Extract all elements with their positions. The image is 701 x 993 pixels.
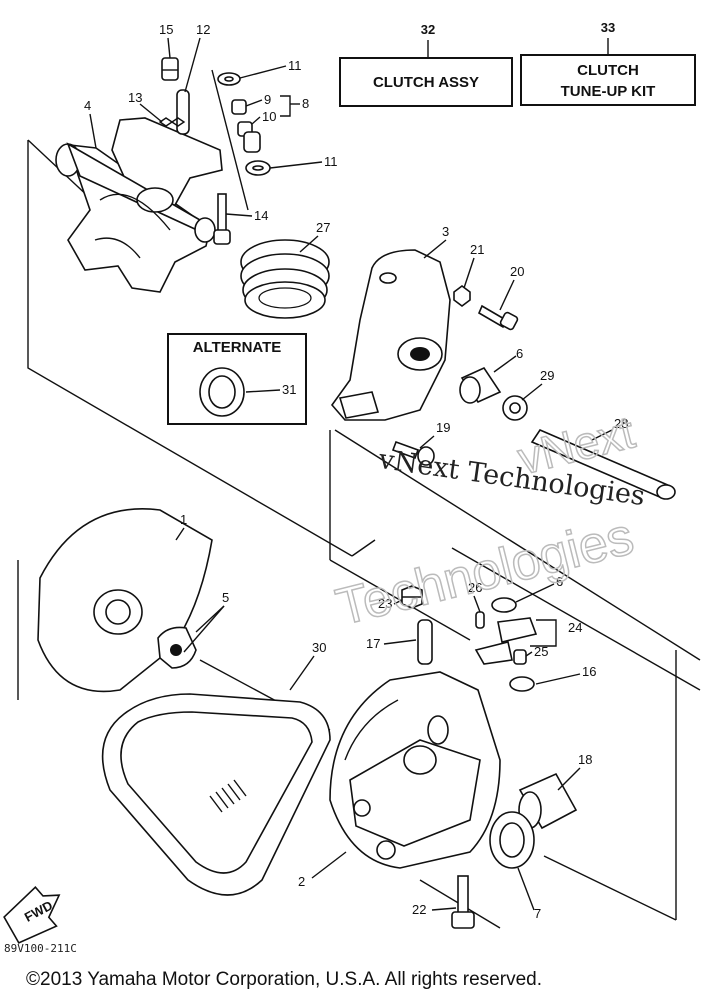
callout-11-bottom: 11 [324, 154, 338, 169]
callout-1: 1 [180, 512, 187, 527]
fixed-sheave-spider[interactable] [55, 117, 223, 293]
callout-30: 30 [312, 640, 326, 655]
collar-29[interactable] [502, 395, 528, 421]
callout-26: 26 [468, 580, 482, 595]
pin-26[interactable] [475, 611, 485, 629]
sleeve-18[interactable] [518, 772, 578, 830]
callout-20: 20 [510, 264, 524, 279]
washer-11-top[interactable] [217, 72, 241, 86]
bolt-14[interactable] [213, 193, 231, 245]
callout-5: 5 [222, 590, 229, 605]
callout-29: 29 [540, 368, 554, 383]
belt-teeth [209, 779, 247, 813]
callout-12: 12 [196, 22, 210, 37]
callout-2: 2 [298, 874, 305, 889]
callout-16: 16 [582, 664, 596, 679]
reference-lines [17, 69, 701, 929]
pin-17[interactable] [417, 619, 433, 665]
bushing-6-upper[interactable] [459, 366, 502, 404]
rollers-9-10[interactable] [231, 99, 261, 153]
bolt-22[interactable] [451, 875, 475, 929]
copyright-notice: ©2013 Yamaha Motor Corporation, U.S.A. A… [26, 969, 542, 990]
nut-23[interactable] [401, 585, 423, 609]
callout-24: 24 [568, 620, 582, 635]
callout-11-top: 11 [288, 58, 302, 73]
bushing-7[interactable] [489, 811, 535, 869]
nut-15[interactable] [161, 57, 179, 81]
tune-up-kit-line2: TUNE-UP KIT [561, 83, 656, 100]
clutch-assy-number: 32 [421, 22, 435, 37]
bolt-20[interactable] [477, 304, 519, 331]
callout-28: 28 [614, 416, 628, 431]
washer-16[interactable] [509, 676, 535, 692]
callout-18: 18 [578, 752, 592, 767]
callout-22: 22 [412, 902, 426, 917]
callout-31: 31 [282, 382, 296, 397]
callout-3: 3 [442, 224, 449, 239]
watermark-technologies: Technologies [331, 507, 640, 637]
primary-spring-27[interactable] [240, 239, 330, 319]
callout-17: 17 [366, 636, 380, 651]
callout-8: 8 [302, 96, 309, 111]
callout-14: 14 [254, 208, 268, 223]
callout-6-lower: 6 [556, 574, 563, 589]
diagram-code: 89V100-211C [4, 942, 77, 955]
washer-6-lower[interactable] [491, 597, 517, 613]
callout-21: 21 [470, 242, 484, 257]
weights-24-25[interactable] [474, 617, 538, 665]
bolt-19[interactable] [391, 440, 435, 466]
clutch-cover-3[interactable] [330, 249, 451, 421]
callout-25: 25 [534, 644, 548, 659]
bushing-5[interactable] [157, 626, 197, 669]
fwd-arrow-icon: FWD [3, 886, 61, 944]
callout-13: 13 [128, 90, 142, 105]
nut-21[interactable] [453, 285, 471, 307]
v-belt-30[interactable] [101, 693, 331, 896]
callout-27: 27 [316, 220, 330, 235]
tune-up-kit-line1: CLUTCH [577, 62, 639, 79]
pin-12[interactable] [176, 89, 190, 135]
alternate-label: ALTERNATE [193, 339, 282, 356]
tune-up-kit-number: 33 [601, 20, 615, 35]
spacer-31[interactable] [199, 367, 245, 417]
secondary-sheave-2[interactable] [329, 671, 501, 869]
washer-11-bottom[interactable] [245, 160, 271, 176]
watermark: vNext Technologies vNext Technologies [330, 405, 647, 638]
callout-19: 19 [436, 420, 450, 435]
tune-up-kit-box[interactable]: 33 CLUTCH TUNE-UP KIT [520, 20, 696, 106]
clutch-assy-box[interactable]: 32 CLUTCH ASSY [339, 22, 513, 107]
callout-4: 4 [84, 98, 91, 113]
callout-15: 15 [159, 22, 173, 37]
spring-13[interactable] [158, 117, 186, 127]
callout-23: 23 [378, 596, 392, 611]
callout-6-upper: 6 [516, 346, 523, 361]
callout-7: 7 [534, 906, 541, 921]
callouts: 15 12 11 9 10 8 13 4 11 14 27 3 21 20 6 … [84, 22, 628, 921]
callout-10: 10 [262, 109, 276, 124]
clutch-assy-label: CLUTCH ASSY [373, 74, 479, 91]
callout-9: 9 [264, 92, 271, 107]
shaft-28[interactable] [530, 429, 676, 500]
